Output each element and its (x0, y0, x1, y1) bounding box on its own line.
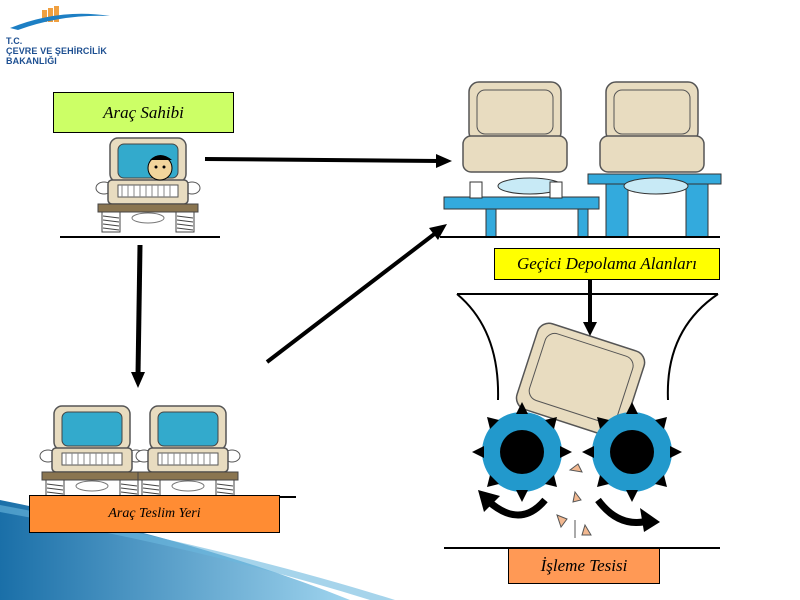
processing-label: İşleme Tesisi (508, 548, 660, 584)
ministry-logo-text: T.C. ÇEVRE VE ŞEHİRCİLİK BAKANLIĞI (6, 36, 107, 66)
logo-line-3: BAKANLIĞI (6, 56, 57, 66)
ministry-logo (10, 6, 110, 30)
logo-line-2: ÇEVRE VE ŞEHİRCİLİK (6, 46, 107, 56)
shredder-funnel (444, 293, 720, 549)
storage-racks (440, 81, 722, 238)
owner-label: Araç Sahibi (53, 92, 234, 133)
delivery-label: Araç Teslim Yeri (29, 495, 280, 533)
delivery-cars (39, 405, 296, 501)
storage-label: Geçici Depolama Alanları (494, 248, 720, 280)
flow-arrows (131, 154, 597, 388)
logo-line-1: T.C. (6, 36, 23, 46)
owner-car (60, 137, 220, 238)
